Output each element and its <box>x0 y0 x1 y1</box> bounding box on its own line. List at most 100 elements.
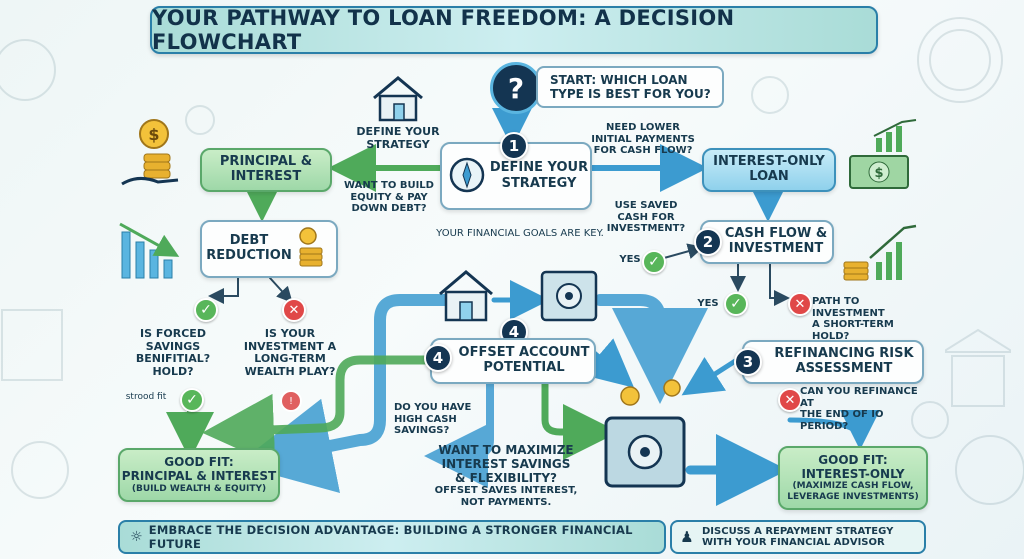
arrow-debt-to-check <box>208 277 239 304</box>
good-fit-principal-interest: GOOD FIT: PRINCIPAL & INTEREST (BUILD WE… <box>118 448 280 502</box>
forced-line4: HOLD? <box>152 364 194 378</box>
footer-left-text: EMBRACE THE DECISION ADVANTAGE: BUILDING… <box>148 523 633 551</box>
check-icon-strood-fit: ✓ <box>180 388 204 412</box>
refi-line1: CAN YOU REFINANCE AT <box>800 386 918 409</box>
define-label-line2: STRATEGY <box>366 137 430 151</box>
compass-decor-icon-2 <box>11 441 69 499</box>
step1-line2: STRATEGY <box>501 176 577 191</box>
q-lower-line2: INITIAL PAYMENTS <box>591 133 695 145</box>
flow-refi-to-goodfit-io <box>787 409 880 450</box>
arrow-yes-to-step2 <box>663 243 704 259</box>
step2-line2: INVESTMENT <box>728 241 824 256</box>
q-equity-line3: DOWN DEBT? <box>351 203 427 214</box>
step4-offset-account-box: OFFSET ACCOUNT POTENTIAL <box>430 338 596 384</box>
maximize-line4: OFFSET SAVES INTEREST, <box>434 485 578 497</box>
yes-label-2: YES <box>697 298 719 309</box>
high-cash-question: DO YOU HAVE HIGH CASH SAVINGS? <box>394 402 478 437</box>
interest-only-box: INTEREST-ONLY LOAN <box>702 148 836 192</box>
short-term-question: PATH TO INVESTMENT A SHORT-TERM HOLD? <box>812 296 934 342</box>
footer-right-line1: DISCUSS A REPAYMENT STRATEGY <box>702 525 894 537</box>
cross-icon-short-term: ✕ <box>788 292 812 316</box>
good-fit-pi-line1: GOOD FIT: <box>164 455 234 470</box>
long-term-line2: INVESTMENT A <box>243 339 337 353</box>
gear-decor-icon <box>0 39 56 101</box>
check-icon-yes2: ✓ <box>724 292 748 316</box>
arrow-step2-to-cross <box>769 261 790 306</box>
q-lower-line1: NEED LOWER <box>606 122 680 133</box>
good-fit-pi-line3: (BUILD WEALTH & EQUITY) <box>131 483 267 494</box>
step3-line2: ASSESSMENT <box>795 361 893 376</box>
good-fit-io-line4: LEVERAGE INVESTMENTS) <box>787 491 919 502</box>
step4-badge: 4 <box>424 344 452 372</box>
step3-badge: 3 <box>734 348 762 376</box>
define-strategy-label: DEFINE YOUR STRATEGY <box>348 125 448 151</box>
safe-icon <box>540 270 598 322</box>
growth-chart-icon <box>873 119 917 152</box>
coins-icon <box>299 227 323 267</box>
warning-icon: ! <box>280 390 302 412</box>
bank-decor-icon <box>945 328 1011 353</box>
saved-cash-line3: INVESTMENT? <box>606 223 686 234</box>
compass-icon <box>449 157 485 193</box>
coin-stack-icon: $ <box>121 119 179 186</box>
page-title: YOUR PATHWAY TO LOAN FREEDOM: A DECISION… <box>150 6 878 54</box>
saved-cash-line1: USE SAVED <box>614 200 678 211</box>
step2-badge: 2 <box>694 228 722 256</box>
home-icon <box>439 270 493 322</box>
footer-banner: ☼ EMBRACE THE DECISION ADVANTAGE: BUILDI… <box>118 520 666 554</box>
step4-line2: POTENTIAL <box>483 360 565 375</box>
debt-reduction-box: DEBT REDUCTION <box>200 220 338 278</box>
debt-line1: DEBT <box>229 233 269 249</box>
q-equity-line2: EQUITY & PAY <box>350 191 428 203</box>
step1-line1: DEFINE YOUR <box>489 160 589 176</box>
good-fit-io-line2: INTEREST-ONLY <box>801 466 905 481</box>
good-fit-io-line3: (MAXIMIZE CASH FLOW, <box>792 481 914 492</box>
long-term-line4: WEALTH PLAY? <box>244 364 336 378</box>
saved-cash-line2: CASH FOR <box>617 211 675 223</box>
pi-line2: INTEREST <box>230 169 302 184</box>
q-equity-line1: WANT TO BUILD <box>344 180 434 191</box>
flow-loop-left <box>236 294 460 493</box>
good-fit-io-line1: GOOD FIT: <box>818 452 888 467</box>
io-line2: LOAN <box>749 169 789 184</box>
step3-refinancing-box: REFINANCING RISK ASSESSMENT <box>742 340 924 384</box>
flow-high-cash <box>424 378 494 488</box>
lightbulb-icon: ☼ <box>130 529 143 545</box>
cross-icon-refinance: ✕ <box>778 388 802 412</box>
step1-badge: 1 <box>500 132 528 160</box>
high-cash-line1: DO YOU HAVE <box>394 402 472 413</box>
maximize-line5: NOT PAYMENTS. <box>460 496 552 508</box>
step2-line1: CASH FLOW & <box>724 226 828 242</box>
long-term-line3: LONG-TERM <box>254 352 326 366</box>
start-box: START: WHICH LOAN TYPE IS BEST FOR YOU? <box>536 66 724 108</box>
principal-interest-box: PRINCIPAL & INTEREST <box>200 148 332 192</box>
yes-label-1: YES <box>619 254 641 265</box>
high-cash-line2: HIGH CASH <box>394 413 457 425</box>
refinance-question: CAN YOU REFINANCE AT THE END OF IO PERIO… <box>800 386 930 432</box>
advisor-icon: ♟ <box>680 528 694 546</box>
step4-line1: OFFSET ACCOUNT <box>458 345 590 361</box>
arrow-debt-to-cross <box>269 277 293 303</box>
maximize-line2: INTEREST SAVINGS <box>441 456 571 471</box>
forced-savings-question: IS FORCED SAVINGS BENIFITIAL? HOLD? <box>128 327 218 379</box>
strood-fit-label: strood fit <box>125 392 167 402</box>
start-line1: START: WHICH LOAN <box>550 72 688 87</box>
long-term-line1: IS YOUR <box>264 327 316 340</box>
pi-line1: PRINCIPAL & <box>219 154 313 170</box>
vault-icon <box>604 379 686 488</box>
question-saved-cash: USE SAVED CASH FOR INVESTMENT? <box>600 200 692 235</box>
gear-decor-icon-2 <box>955 435 1024 505</box>
document-decor-icon <box>1 309 63 381</box>
svg-text:$: $ <box>874 166 883 181</box>
good-fit-pi-line2: PRINCIPAL & INTEREST <box>121 468 277 483</box>
flow-green-left <box>202 355 435 466</box>
io-line1: INTEREST-ONLY <box>713 154 825 170</box>
investment-growth-icon <box>843 224 917 281</box>
financial-goals-note: YOUR FINANCIAL GOALS ARE KEY. <box>436 228 604 239</box>
high-cash-line3: SAVINGS? <box>394 425 450 436</box>
short-term-line1: PATH TO INVESTMENT <box>812 296 885 319</box>
maximize-line1: WANT TO MAXIMIZE <box>438 443 574 457</box>
